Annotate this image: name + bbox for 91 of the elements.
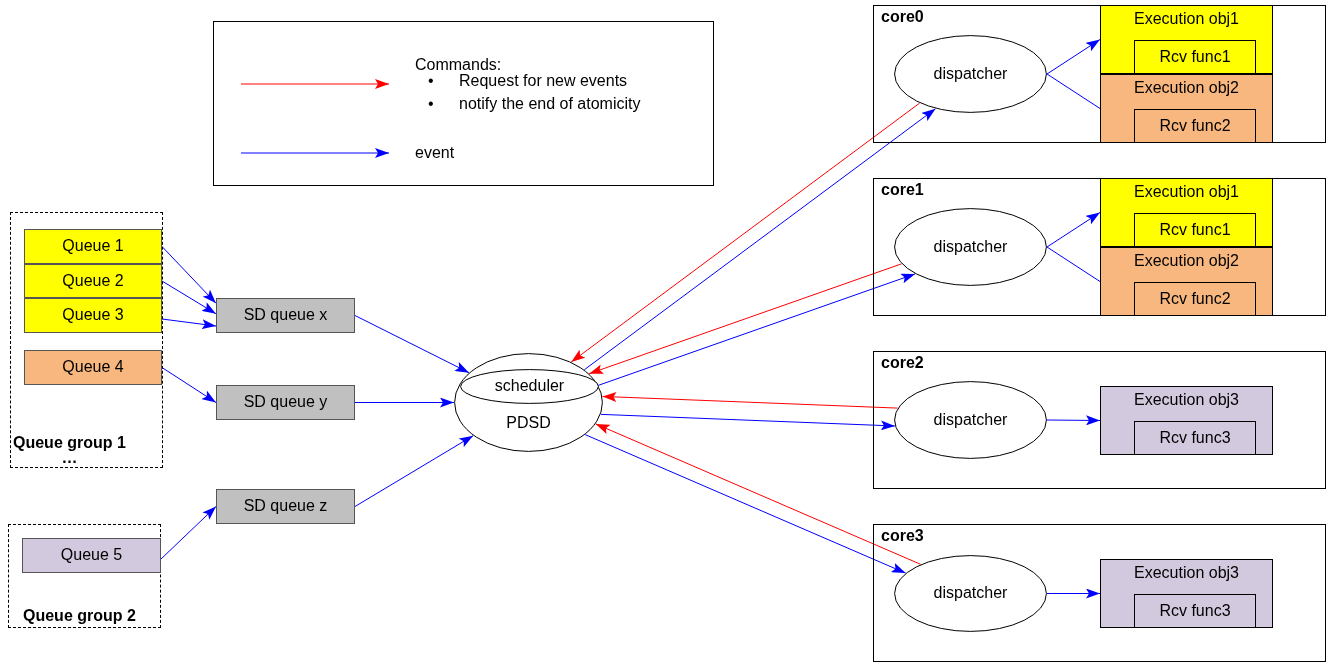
connector-line — [1046, 246, 1101, 282]
command-item: Request for new events — [459, 72, 628, 91]
receive-function-label: Rcv func2 — [1159, 289, 1231, 309]
scheduler-ellipse — [460, 369, 599, 404]
arrow — [354, 435, 474, 507]
dashed-group-frame — [8, 524, 161, 628]
queue-label: Queue 1 — [62, 237, 124, 256]
core-label: core2 — [881, 354, 924, 373]
bullet-mark: • — [428, 72, 434, 91]
execution-object-box — [1100, 559, 1273, 628]
arrow — [160, 506, 217, 560]
execution-object-box — [1100, 5, 1273, 74]
group-label: Queue group 2 — [23, 605, 136, 625]
arrow — [600, 413, 896, 431]
core-frame — [873, 178, 1326, 316]
arrow — [1046, 415, 1101, 426]
scheduler-label: scheduler — [494, 377, 565, 396]
execution-object-box — [1100, 74, 1273, 143]
receive-function-label: Rcv func2 — [1159, 116, 1231, 136]
pdsd-label: PDSD — [505, 414, 552, 433]
execution-object-box — [1100, 178, 1273, 247]
core-frame — [873, 524, 1326, 662]
queue-box — [24, 298, 162, 333]
queue-box — [24, 350, 162, 385]
arrow — [161, 367, 217, 403]
arrow — [354, 315, 470, 374]
execution-object-label: Execution obj1 — [1133, 183, 1240, 202]
arrow — [1046, 588, 1101, 599]
arrow — [1046, 39, 1101, 75]
legend-label: Commands: — [415, 56, 502, 74]
arrow — [601, 392, 899, 409]
queue-label: Queue 5 — [60, 546, 123, 565]
execution-object-label: Execution obj3 — [1133, 564, 1240, 583]
core-label: core3 — [881, 527, 924, 546]
queue-label: Queue 4 — [62, 358, 124, 377]
execution-object-label: Execution obj2 — [1133, 252, 1240, 271]
receive-function-box — [1134, 421, 1256, 455]
queue-box — [24, 229, 162, 264]
receive-function-box — [1134, 282, 1256, 316]
receive-function-label: Rcv func1 — [1159, 47, 1231, 67]
dispatcher-ellipse — [894, 555, 1047, 632]
sd-queue-box — [216, 385, 355, 420]
arrow — [1046, 212, 1101, 248]
core-label: core0 — [881, 8, 924, 27]
core-label: core1 — [881, 181, 924, 200]
receive-function-label: Rcv func3 — [1159, 601, 1231, 621]
receive-function-label: Rcv func3 — [1159, 428, 1231, 448]
queue-label: Queue 2 — [62, 271, 124, 291]
receive-function-box — [1134, 40, 1256, 74]
pdsd-ellipse — [454, 353, 603, 452]
execution-object-label: Execution obj3 — [1133, 391, 1240, 410]
sd-queue-box — [216, 489, 355, 524]
sd-queue-label: SD queue y — [243, 393, 328, 412]
execution-object-label: Execution obj2 — [1133, 79, 1240, 98]
execution-object-box — [1100, 247, 1273, 316]
queue-box — [22, 538, 161, 573]
arrow — [597, 273, 916, 386]
connector-line — [1046, 73, 1101, 109]
execution-object-box — [1100, 386, 1273, 455]
execution-object-label: Execution obj1 — [1133, 10, 1240, 29]
dispatcher-ellipse — [894, 381, 1047, 459]
command-item: notify the end of atomicity — [459, 95, 641, 114]
dispatcher-label: dispatcher — [933, 64, 1008, 84]
receive-function-box — [1134, 213, 1256, 247]
sd-queue-box — [216, 298, 355, 333]
dispatcher-label: dispatcher — [933, 410, 1008, 430]
core-frame — [873, 351, 1326, 489]
dashed-group-frame — [10, 212, 163, 468]
arrow — [595, 423, 922, 565]
arrow — [584, 434, 907, 574]
core-frame — [873, 5, 1326, 143]
receive-function-box — [1134, 109, 1256, 143]
receive-function-label: Rcv func1 — [1159, 220, 1231, 240]
legend-label: event — [415, 144, 455, 163]
sd-queue-label: SD queue z — [243, 497, 328, 516]
continuation-dots: … — [61, 452, 78, 465]
arrow — [354, 397, 455, 408]
arrow — [161, 280, 217, 315]
arrow — [161, 318, 217, 330]
dispatcher-label: dispatcher — [933, 584, 1008, 603]
group-label: Queue group 1 — [13, 433, 126, 453]
dispatcher-ellipse — [894, 208, 1047, 286]
receive-function-box — [1134, 594, 1256, 628]
queue-label: Queue 3 — [62, 306, 124, 325]
arrow — [161, 246, 217, 304]
arrow — [588, 263, 902, 375]
bullet-mark: • — [428, 95, 434, 114]
queue-box — [24, 264, 162, 298]
sd-queue-label: SD queue x — [243, 306, 328, 325]
dispatcher-ellipse — [894, 35, 1047, 113]
dispatcher-label: dispatcher — [933, 237, 1008, 257]
